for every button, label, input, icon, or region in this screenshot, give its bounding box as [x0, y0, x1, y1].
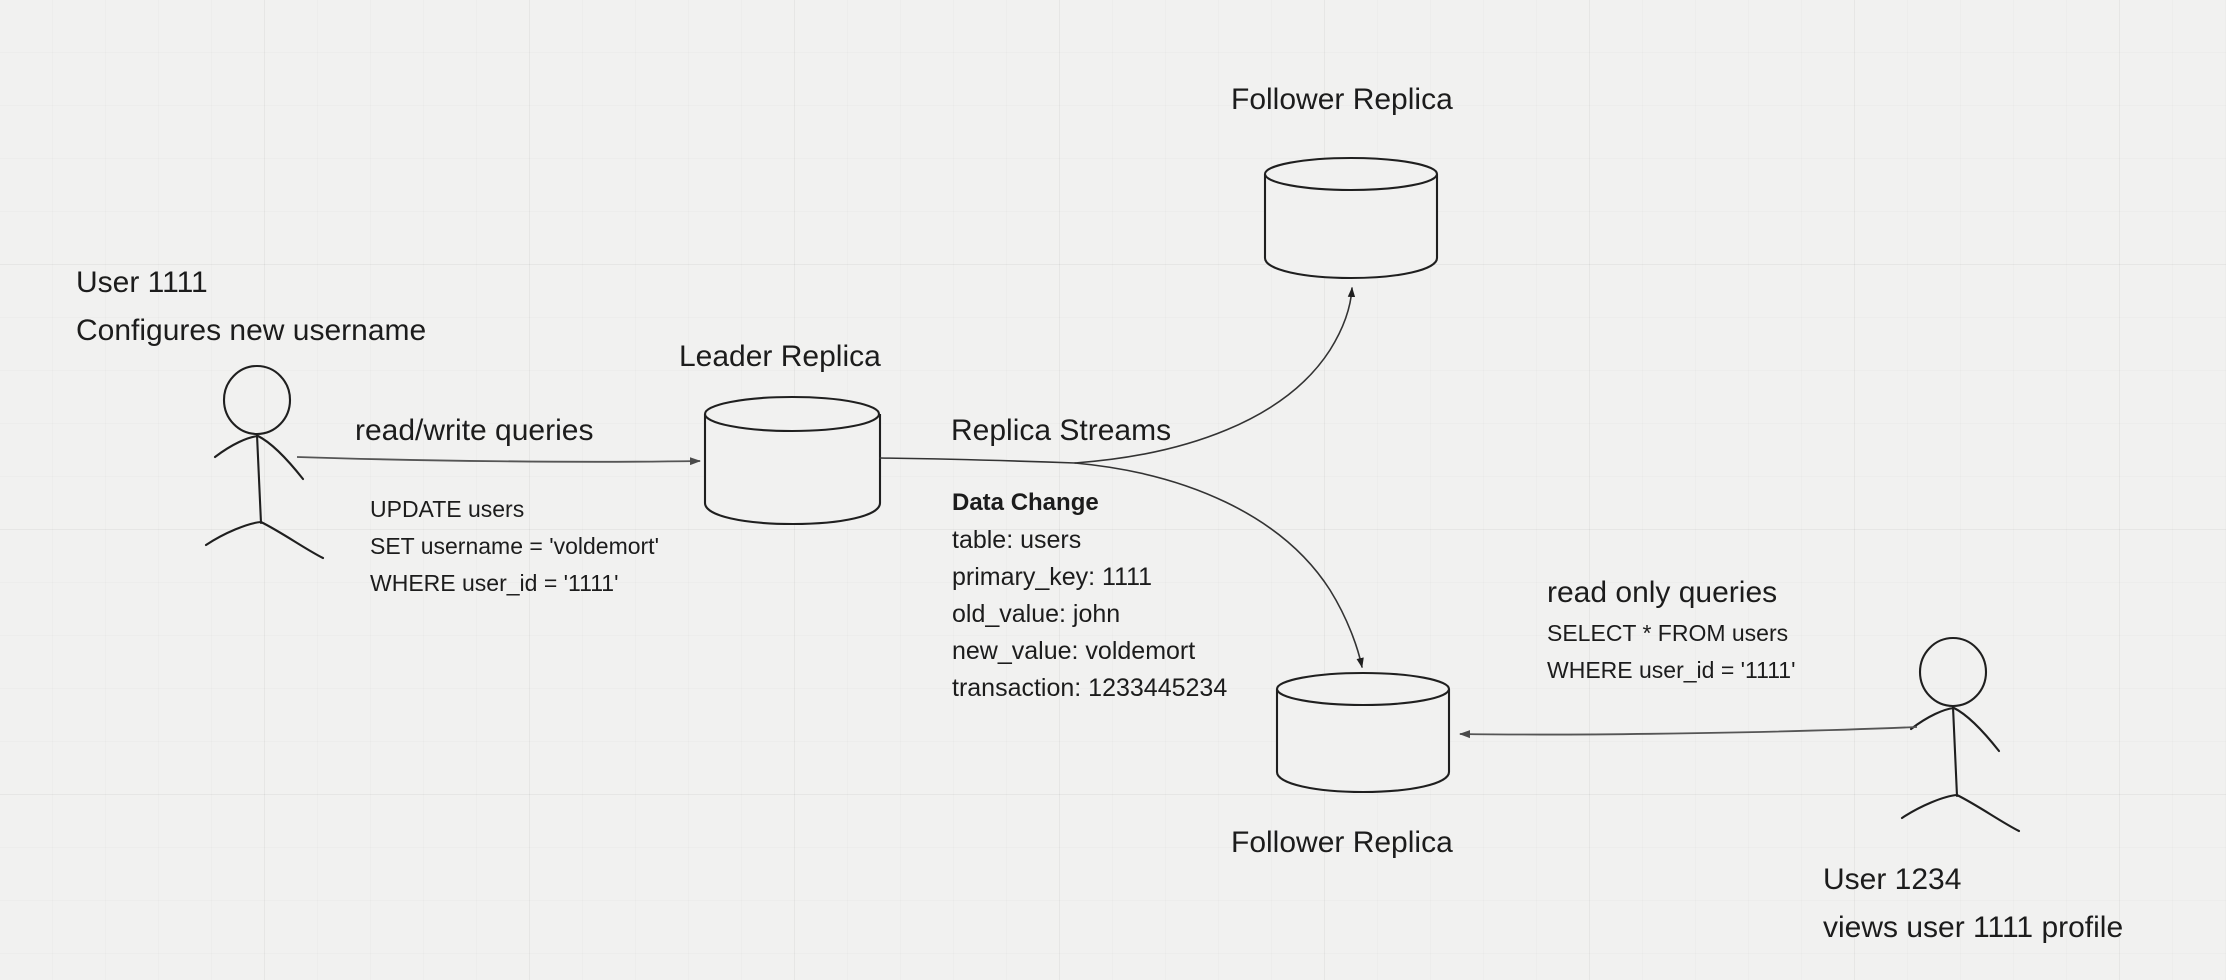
- edge-write-path-label: read/write queries: [355, 414, 594, 447]
- edge-replication-label: Replica Streams: [951, 414, 1172, 447]
- edge-replication-to-bottom-follower: [1074, 462, 1364, 668]
- data-change-field-transaction: transaction: 1233445234: [952, 674, 1228, 702]
- avatar-torso-icon: [255, 433, 263, 525]
- cylinder-body-icon: [1275, 688, 1451, 794]
- user-1111-query-line-2: SET username = 'voldemort': [370, 533, 659, 559]
- user-1234-action-label: views user 1111 profile: [1823, 911, 2124, 944]
- cylinder-top-icon: [1275, 671, 1451, 707]
- leader-replica-cylinder: [703, 395, 882, 526]
- user-1111-name-label: User 1111: [76, 266, 208, 299]
- user-1234-name-label: User 1234: [1823, 863, 1962, 896]
- user-1234-query-line-1: SELECT * FROM users: [1547, 620, 1789, 646]
- data-change-heading: Data Change: [952, 489, 1099, 516]
- cylinder-top-icon: [1263, 156, 1439, 192]
- data-change-field-primary-key: primary_key: 1111: [952, 563, 1153, 591]
- follower-replica-bottom-label: Follower Replica: [1231, 826, 1453, 859]
- edge-read-path-arrow: [1459, 726, 1918, 739]
- data-change-field-new-value: new_value: voldemort: [952, 637, 1196, 665]
- user-1234-query-line-2: WHERE user_id = '1111': [1547, 657, 1796, 683]
- leader-replica-label: Leader Replica: [679, 340, 881, 373]
- edge-write-path-arrow: [296, 456, 701, 466]
- data-change-field-table: table: users: [952, 526, 1082, 554]
- stick-figure-user-1234: [1900, 636, 2021, 833]
- follower-replica-bottom-cylinder: [1275, 671, 1451, 794]
- follower-replica-top-label: Follower Replica: [1231, 83, 1453, 116]
- edge-replication-trunk: [879, 457, 1076, 464]
- avatar-head-icon: [222, 364, 292, 436]
- follower-replica-top-cylinder: [1263, 156, 1439, 280]
- avatar-torso-icon: [1951, 705, 1959, 798]
- avatar-arms-icon: [1909, 706, 2001, 753]
- cylinder-body-icon: [703, 413, 882, 526]
- stick-figure-user-1111: [204, 364, 325, 560]
- cylinder-body-icon: [1263, 173, 1439, 280]
- user-1111-query-line-3: WHERE user_id = '1111': [370, 570, 619, 596]
- user-1111-query-line-1: UPDATE users: [370, 496, 525, 522]
- avatar-arms-icon: [213, 434, 305, 481]
- user-1111-action-label: Configures new username: [76, 314, 427, 347]
- avatar-legs-icon: [1900, 793, 2021, 833]
- avatar-head-icon: [1918, 636, 1988, 708]
- cylinder-top-icon: [703, 395, 881, 433]
- data-change-field-old-value: old_value: john: [952, 600, 1121, 628]
- avatar-legs-icon: [204, 520, 325, 560]
- edge-read-path-label: read only queries: [1547, 576, 1778, 609]
- edge-replication-to-top-follower: [1074, 287, 1356, 464]
